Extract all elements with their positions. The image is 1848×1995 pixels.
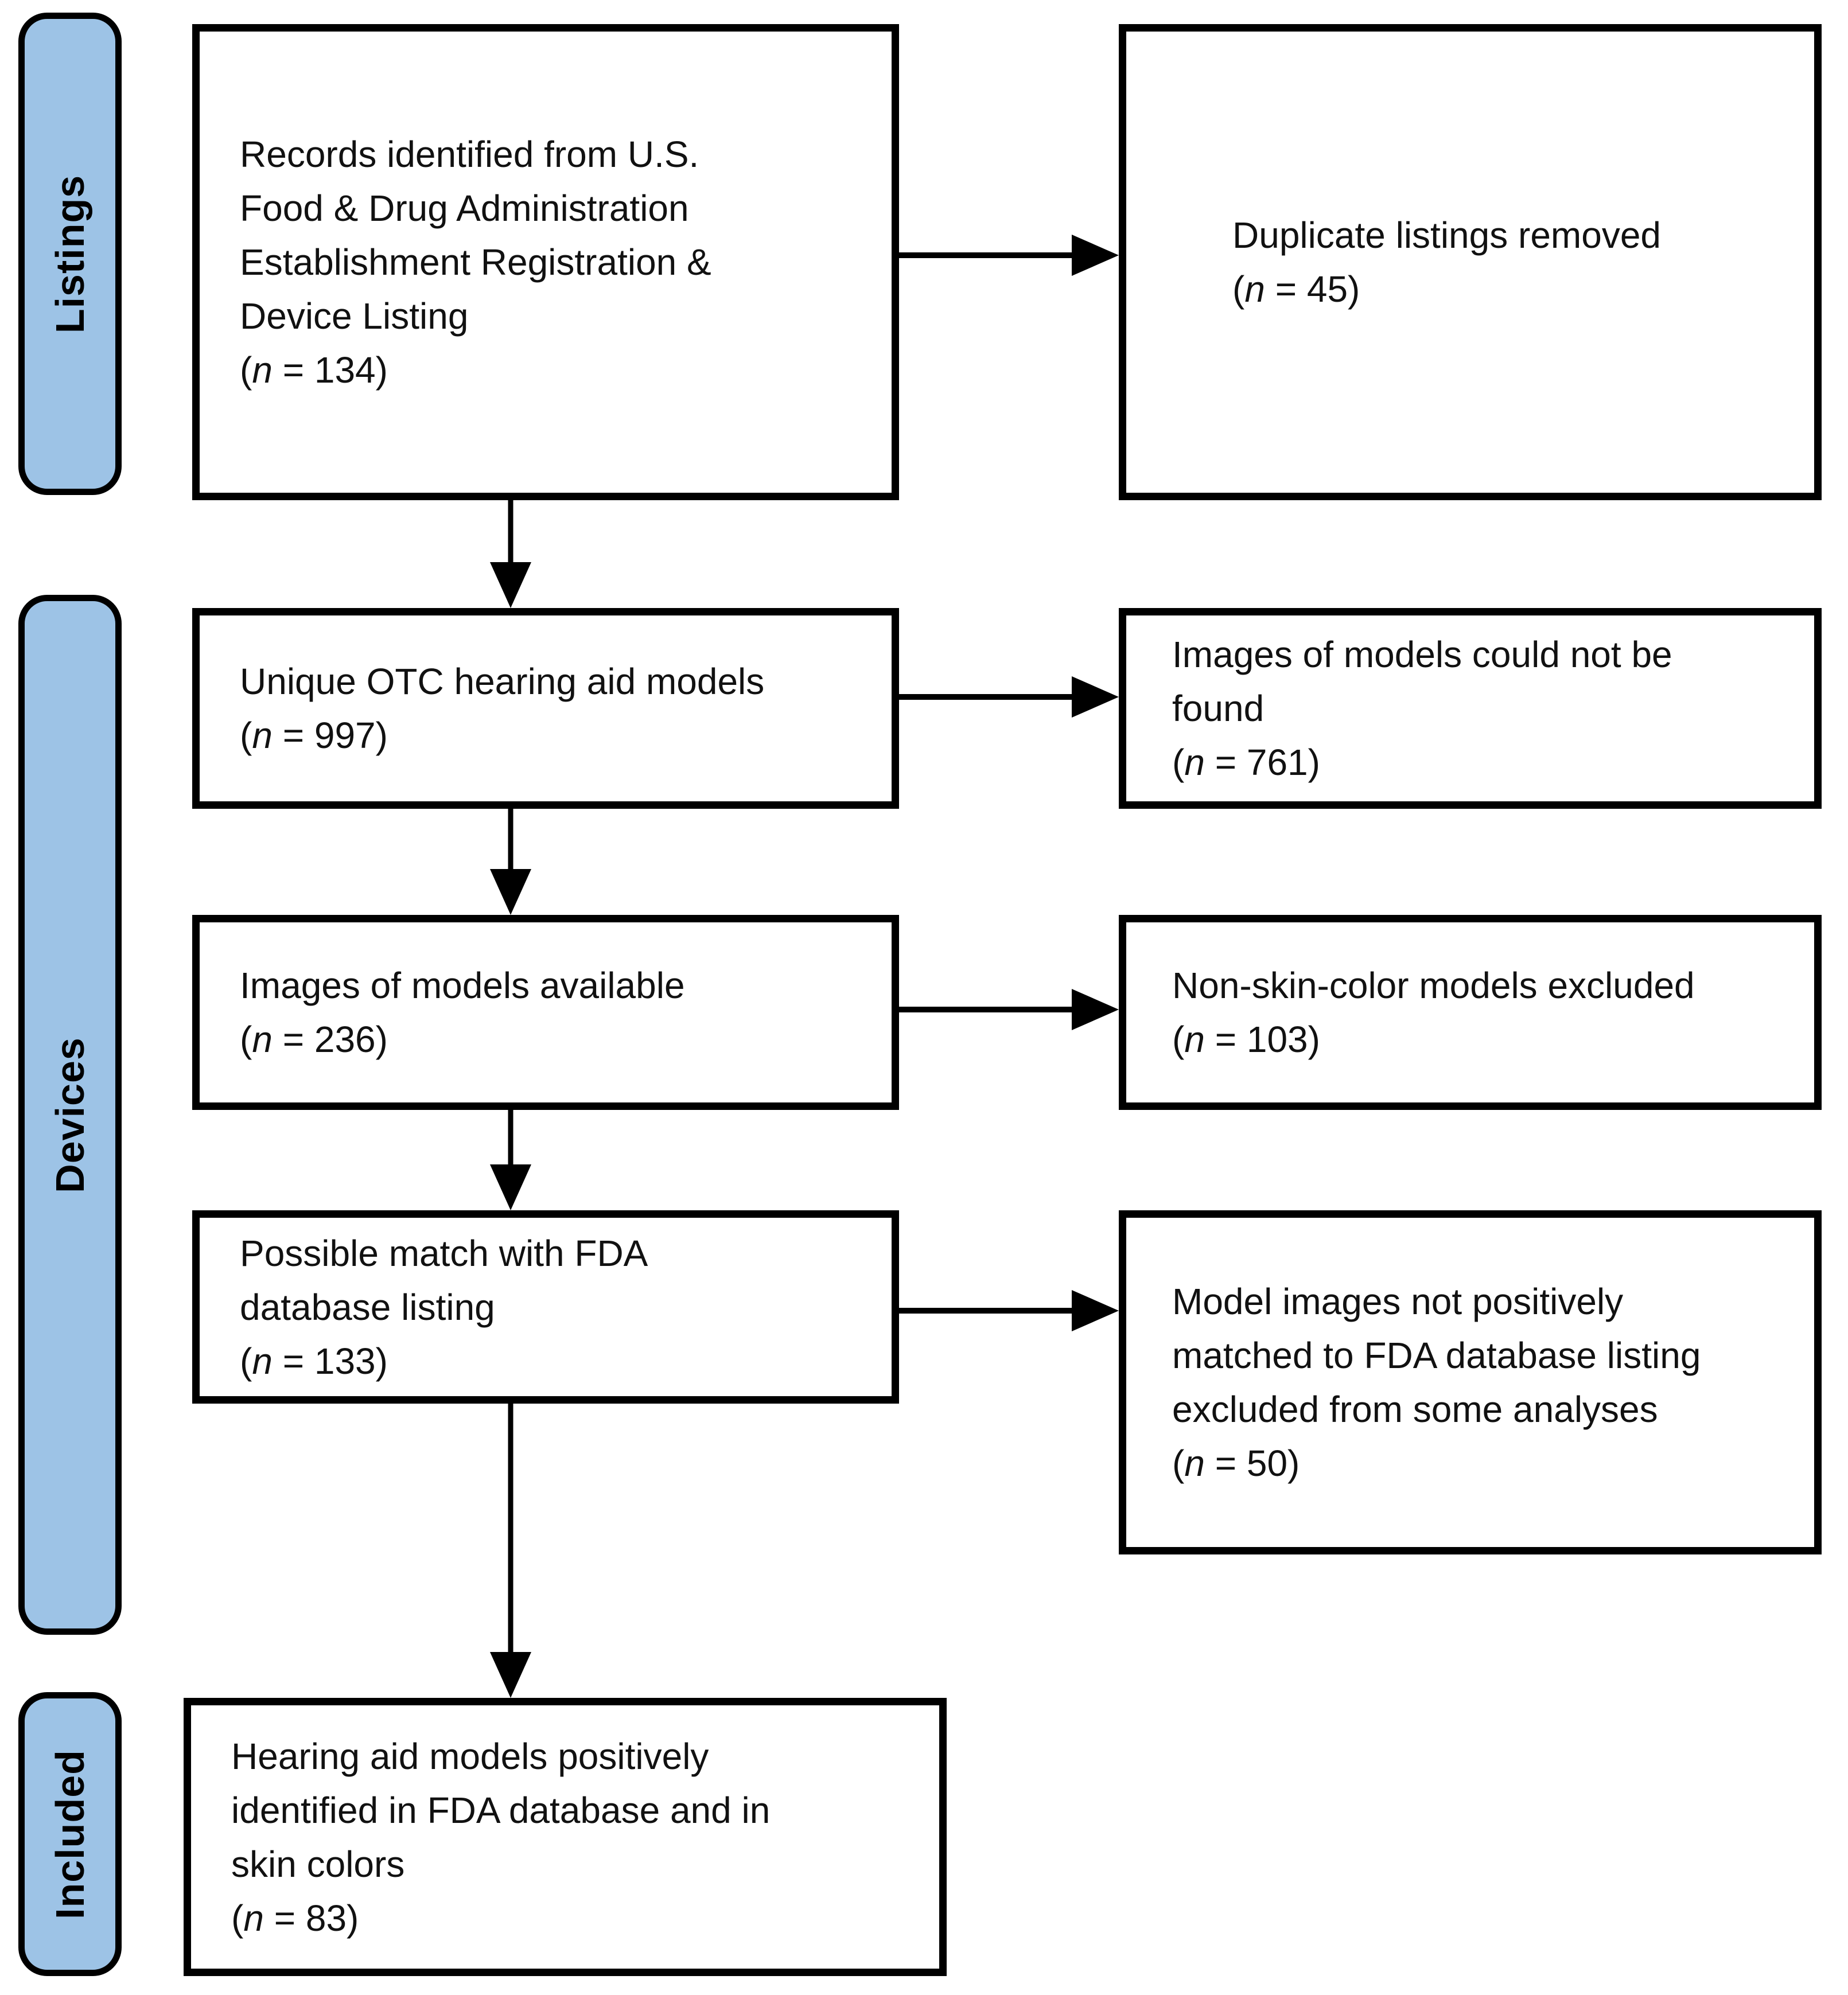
flow-box-images-available: Images of models available (n = 236)	[192, 915, 899, 1110]
right-arrow-3-shaft	[899, 1007, 1083, 1012]
box-count: (n = 83)	[231, 1897, 359, 1939]
box-text: Possible match with FDA database listing	[240, 1232, 648, 1328]
right-arrow-1-head	[1072, 235, 1119, 276]
flow-box-unique-otc-models-content: Unique OTC hearing aid models (n = 997)	[200, 643, 892, 774]
flow-box-duplicates-removed: Duplicate listings removed (n = 45)	[1119, 24, 1822, 500]
right-arrow-1	[899, 232, 1119, 278]
stage-label-devices-text: Devices	[48, 1037, 92, 1193]
box-text: Non-skin-color models excluded	[1172, 965, 1695, 1006]
down-arrow-3	[485, 1110, 536, 1210]
down-arrow-1	[485, 500, 536, 608]
box-text: Model images not positively matched to F…	[1172, 1281, 1701, 1430]
box-count: (n = 997)	[240, 715, 388, 756]
right-arrow-2-head	[1072, 676, 1119, 718]
right-arrow-4-shaft	[899, 1308, 1083, 1314]
right-arrow-4	[899, 1288, 1119, 1334]
right-arrow-1-shaft	[899, 252, 1083, 258]
flow-box-not-positively-matched: Model images not positively matched to F…	[1119, 1210, 1822, 1554]
down-arrow-3-shaft	[508, 1110, 513, 1171]
flow-box-images-not-found: Images of models could not be found (n =…	[1119, 608, 1822, 809]
down-arrow-4	[485, 1404, 536, 1698]
stage-label-devices: Devices	[18, 595, 122, 1635]
stage-label-listings-text: Listings	[48, 174, 93, 333]
stage-label-listings: Listings	[18, 13, 122, 495]
box-text: Duplicate listings removed	[1232, 215, 1661, 256]
flow-box-records-identified: Records identified from U.S. Food & Drug…	[192, 24, 899, 500]
flow-box-not-positively-matched-content: Model images not positively matched to F…	[1126, 1263, 1814, 1502]
flow-box-images-not-found-content: Images of models could not be found (n =…	[1126, 616, 1814, 801]
box-count: (n = 134)	[240, 349, 388, 391]
down-arrow-2	[485, 809, 536, 915]
down-arrow-1-head	[490, 562, 531, 608]
box-text: Records identified from U.S. Food & Drug…	[240, 134, 711, 337]
box-count: (n = 50)	[1172, 1443, 1300, 1484]
stage-label-included-text: Included	[48, 1749, 93, 1919]
flow-box-non-skin-color-excluded-content: Non-skin-color models excluded (n = 103)	[1126, 947, 1814, 1078]
flow-box-positively-identified-content: Hearing aid models positively identified…	[191, 1718, 939, 1957]
box-text: Hearing aid models positively identified…	[231, 1735, 771, 1885]
down-arrow-2-shaft	[508, 809, 513, 876]
stage-label-included: Included	[18, 1692, 122, 1976]
down-arrow-1-shaft	[508, 500, 513, 569]
flow-box-records-identified-content: Records identified from U.S. Food & Drug…	[200, 116, 892, 408]
down-arrow-2-head	[490, 869, 531, 915]
right-arrow-2	[899, 674, 1119, 720]
flow-box-unique-otc-models: Unique OTC hearing aid models (n = 997)	[192, 608, 899, 809]
flow-box-duplicates-removed-content: Duplicate listings removed (n = 45)	[1126, 197, 1814, 328]
box-text: Images of models could not be found	[1172, 634, 1672, 729]
flow-box-non-skin-color-excluded: Non-skin-color models excluded (n = 103)	[1119, 915, 1822, 1110]
box-count: (n = 761)	[1172, 742, 1320, 783]
box-text: Images of models available	[240, 965, 685, 1006]
flow-box-images-available-content: Images of models available (n = 236)	[200, 947, 892, 1078]
flow-box-positively-identified: Hearing aid models positively identified…	[184, 1698, 947, 1976]
right-arrow-3	[899, 987, 1119, 1032]
down-arrow-4-shaft	[508, 1404, 513, 1659]
flow-box-possible-match-content: Possible match with FDA database listing…	[200, 1215, 892, 1400]
box-text: Unique OTC hearing aid models	[240, 661, 765, 702]
box-count: (n = 45)	[1232, 268, 1360, 310]
box-count: (n = 236)	[240, 1019, 388, 1060]
right-arrow-4-head	[1072, 1290, 1119, 1331]
right-arrow-2-shaft	[899, 694, 1083, 700]
right-arrow-3-head	[1072, 989, 1119, 1030]
down-arrow-4-head	[490, 1652, 531, 1698]
box-count: (n = 103)	[1172, 1019, 1320, 1060]
flow-box-possible-match: Possible match with FDA database listing…	[192, 1210, 899, 1404]
box-count: (n = 133)	[240, 1340, 388, 1382]
down-arrow-3-head	[490, 1164, 531, 1210]
